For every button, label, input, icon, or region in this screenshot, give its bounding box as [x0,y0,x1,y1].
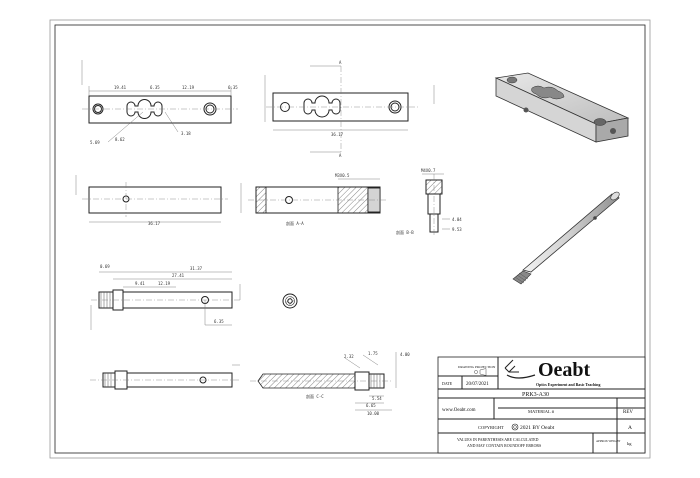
view-section-b: M4X0.7 4.04 9.53 剖面 B-B [396,168,462,236]
dim-shaft-b: 31.37 [190,266,203,271]
view-section-a: M3X0.5 剖面 A-A [240,173,388,226]
copyright-label: COPYRIGHT [478,425,504,430]
rev-value: A [628,425,632,431]
approx-weight-label: APPROX WEIGHT [596,439,621,443]
dim-lower-b: 1.75 [368,351,378,356]
date-value: 20/07/2021 [466,382,489,387]
website: www.Oeabt.com [442,408,476,413]
note-line-2: AND MAY CONTAIN ROUNDOFF ERRORS [467,444,541,448]
dim-shaft-e: 12.19 [158,281,171,286]
dim-lower-e: 10.00 [367,411,380,416]
section-mark-bottom: A [339,153,342,158]
view-shaft-elevation: 31.37 27.41 9.41 12.19 0.69 6.35 [90,264,241,330]
dim-lower-d: 6.65 [366,403,376,408]
dim-shaft-f: 6.35 [214,319,224,324]
dim-lower-c: 5.54 [372,396,382,401]
dim-shaft-d: 9.41 [135,281,145,286]
projection-symbol-icon [474,368,487,376]
view-side-block: 36.17 [75,175,228,226]
dim-lower-a: 2.32 [344,354,354,359]
part-number: PRK3-A30 [522,392,549,398]
section-label-b: 剖面 B-B [396,229,414,235]
dim-section-dia-b: 9.53 [452,227,462,232]
view-iso-shaft [512,191,620,285]
dim-section-a-label: M3X0.5 [335,173,350,178]
dim-section-dia-a: 4.04 [452,217,462,222]
dim-top-d: 6.35 [228,85,238,90]
dim-lower-f: 4.00 [400,352,410,357]
rev-label: REV [623,410,633,415]
material-label: MATERIAL # [528,409,555,414]
drawing-projection-label: DRAWING PROJECTION [458,365,496,369]
date-label: DATE [442,381,453,386]
view-section-c: 2.32 1.75 5.54 6.65 10.00 4.00 剖面 C-C [250,351,410,416]
sheet-outer-border [49,19,651,459]
weight-unit: kg [627,441,632,446]
copyright-text: 2021 BY Oeabt [520,425,555,431]
dim-shaft-c: 27.41 [172,273,185,278]
dim-section-b-label: M4X0.7 [421,168,436,173]
view-shaft-elevation-2 [90,364,240,390]
note-line-1: VALUES IN PARENTHESIS ARE CALCULATED [457,438,539,442]
view-plan-block: 36.17 A A [264,60,435,158]
dim-top-dia-b: 8.62 [115,137,125,142]
view-end [282,293,298,309]
dim-top-b: 6.35 [150,85,160,90]
dim-plan-len: 36.17 [331,132,344,137]
view-top-block: 19.41 6.35 12.19 6.35 5.69 8.62 3.18 [81,60,238,145]
view-iso-block [494,72,630,143]
title-block: DRAWING PROJECTION DATE 20/07/2021 Oeabt… [437,356,646,454]
dim-top-a: 19.41 [114,85,127,90]
dim-top-hole: 3.18 [181,131,191,136]
section-mark-top: A [339,60,342,65]
copyright-icon [511,423,519,431]
dim-front-len: 36.17 [148,221,161,226]
dim-top-c: 12.19 [182,85,195,90]
dim-top-dia-a: 5.69 [90,140,100,145]
logo-tagline: Optics Experiment and Basic Teaching [536,383,600,387]
oeabt-logo-icon [504,359,536,379]
dim-shaft-a: 0.69 [100,264,110,269]
logo-name: Oeabt [538,359,591,381]
section-label-c: 剖面 C-C [306,393,324,399]
section-label-a: 剖面 A-A [286,220,304,226]
sheet-inner-border [54,24,646,454]
